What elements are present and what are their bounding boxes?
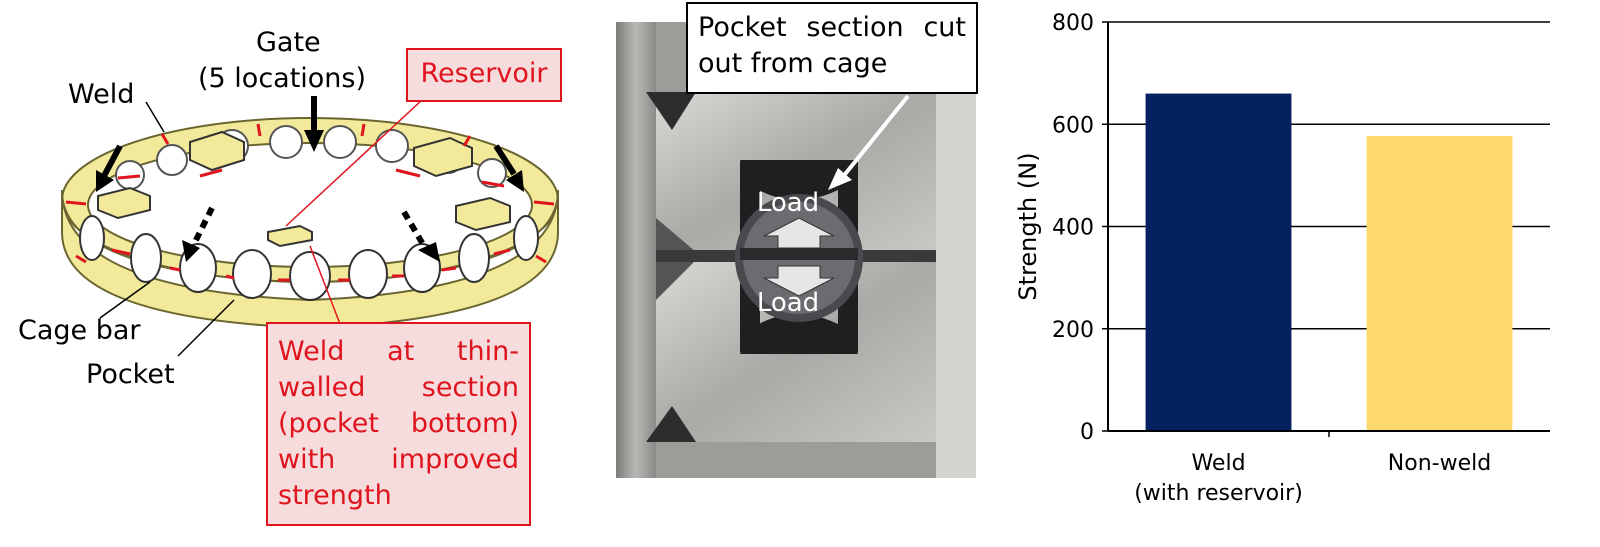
cage-illustration [61,96,559,357]
pocket-callout-word: section [806,12,904,43]
cage-diagram: Gate (5 locations) Weld Reservoir Cage b… [0,0,600,547]
pocket-callout-line-2: out from cage [698,48,888,79]
weld-box-line-2: walled section [278,370,519,406]
weld-box-line-5: strength [278,478,519,514]
weld-box-word: strength [278,480,392,511]
weld-box-word: Weld [278,336,345,367]
bar [1145,93,1292,431]
pocket-label: Pocket [86,359,175,390]
pocket-callout-word: Pocket [698,12,787,43]
pocket-callout-line-1: Pocket section cut [698,10,966,46]
weld-box-word: bottom) [410,408,519,439]
weld-thin-wall-callout: Weld at thin- walled section (pocket bot… [266,322,531,526]
chart-axes [1102,21,1550,437]
y-tick-label: 600 [1052,113,1094,138]
weld-box-word: with [278,444,336,475]
bar [1366,136,1513,432]
y-tick-label: 200 [1052,318,1094,343]
cage-bar-label: Cage bar [18,315,141,346]
fixture-illustration [616,22,976,478]
load-label-bottom: Load [756,288,820,318]
pocket-section-callout: Pocket section cut out from cage [686,2,978,94]
chart-bars [1145,93,1513,432]
weld-box-word: thin- [456,336,519,367]
pocket-callout-word: cut [923,12,966,43]
weld-box-line-4: with improved [278,442,519,478]
weld-box-word: at [387,336,415,367]
weld-box-line-1: Weld at thin- [278,334,519,370]
y-tick-label: 800 [1052,11,1094,36]
weld-box-word: improved [391,444,519,475]
load-label-top: Load [756,188,820,218]
x-tick-label: Non-weld [1388,451,1491,476]
weld-box-word: section [421,372,519,403]
x-tick-label: (with reservoir) [1134,481,1303,506]
y-tick-label: 400 [1052,216,1094,241]
test-photo: Load Load [616,22,976,478]
gate-label-line1: Gate [256,27,321,58]
gate-label-line2: (5 locations) [198,63,367,94]
weld-box-line-3: (pocket bottom) [278,406,519,442]
y-axis-label: Strength (N) [1014,152,1042,300]
x-tick-label: Weld [1191,451,1245,476]
y-tick-label: 0 [1080,420,1094,445]
weld-box-word: (pocket [278,408,379,439]
weld-box-word: walled [278,372,366,403]
reservoir-callout: Reservoir [406,48,562,102]
weld-label: Weld [68,79,135,110]
